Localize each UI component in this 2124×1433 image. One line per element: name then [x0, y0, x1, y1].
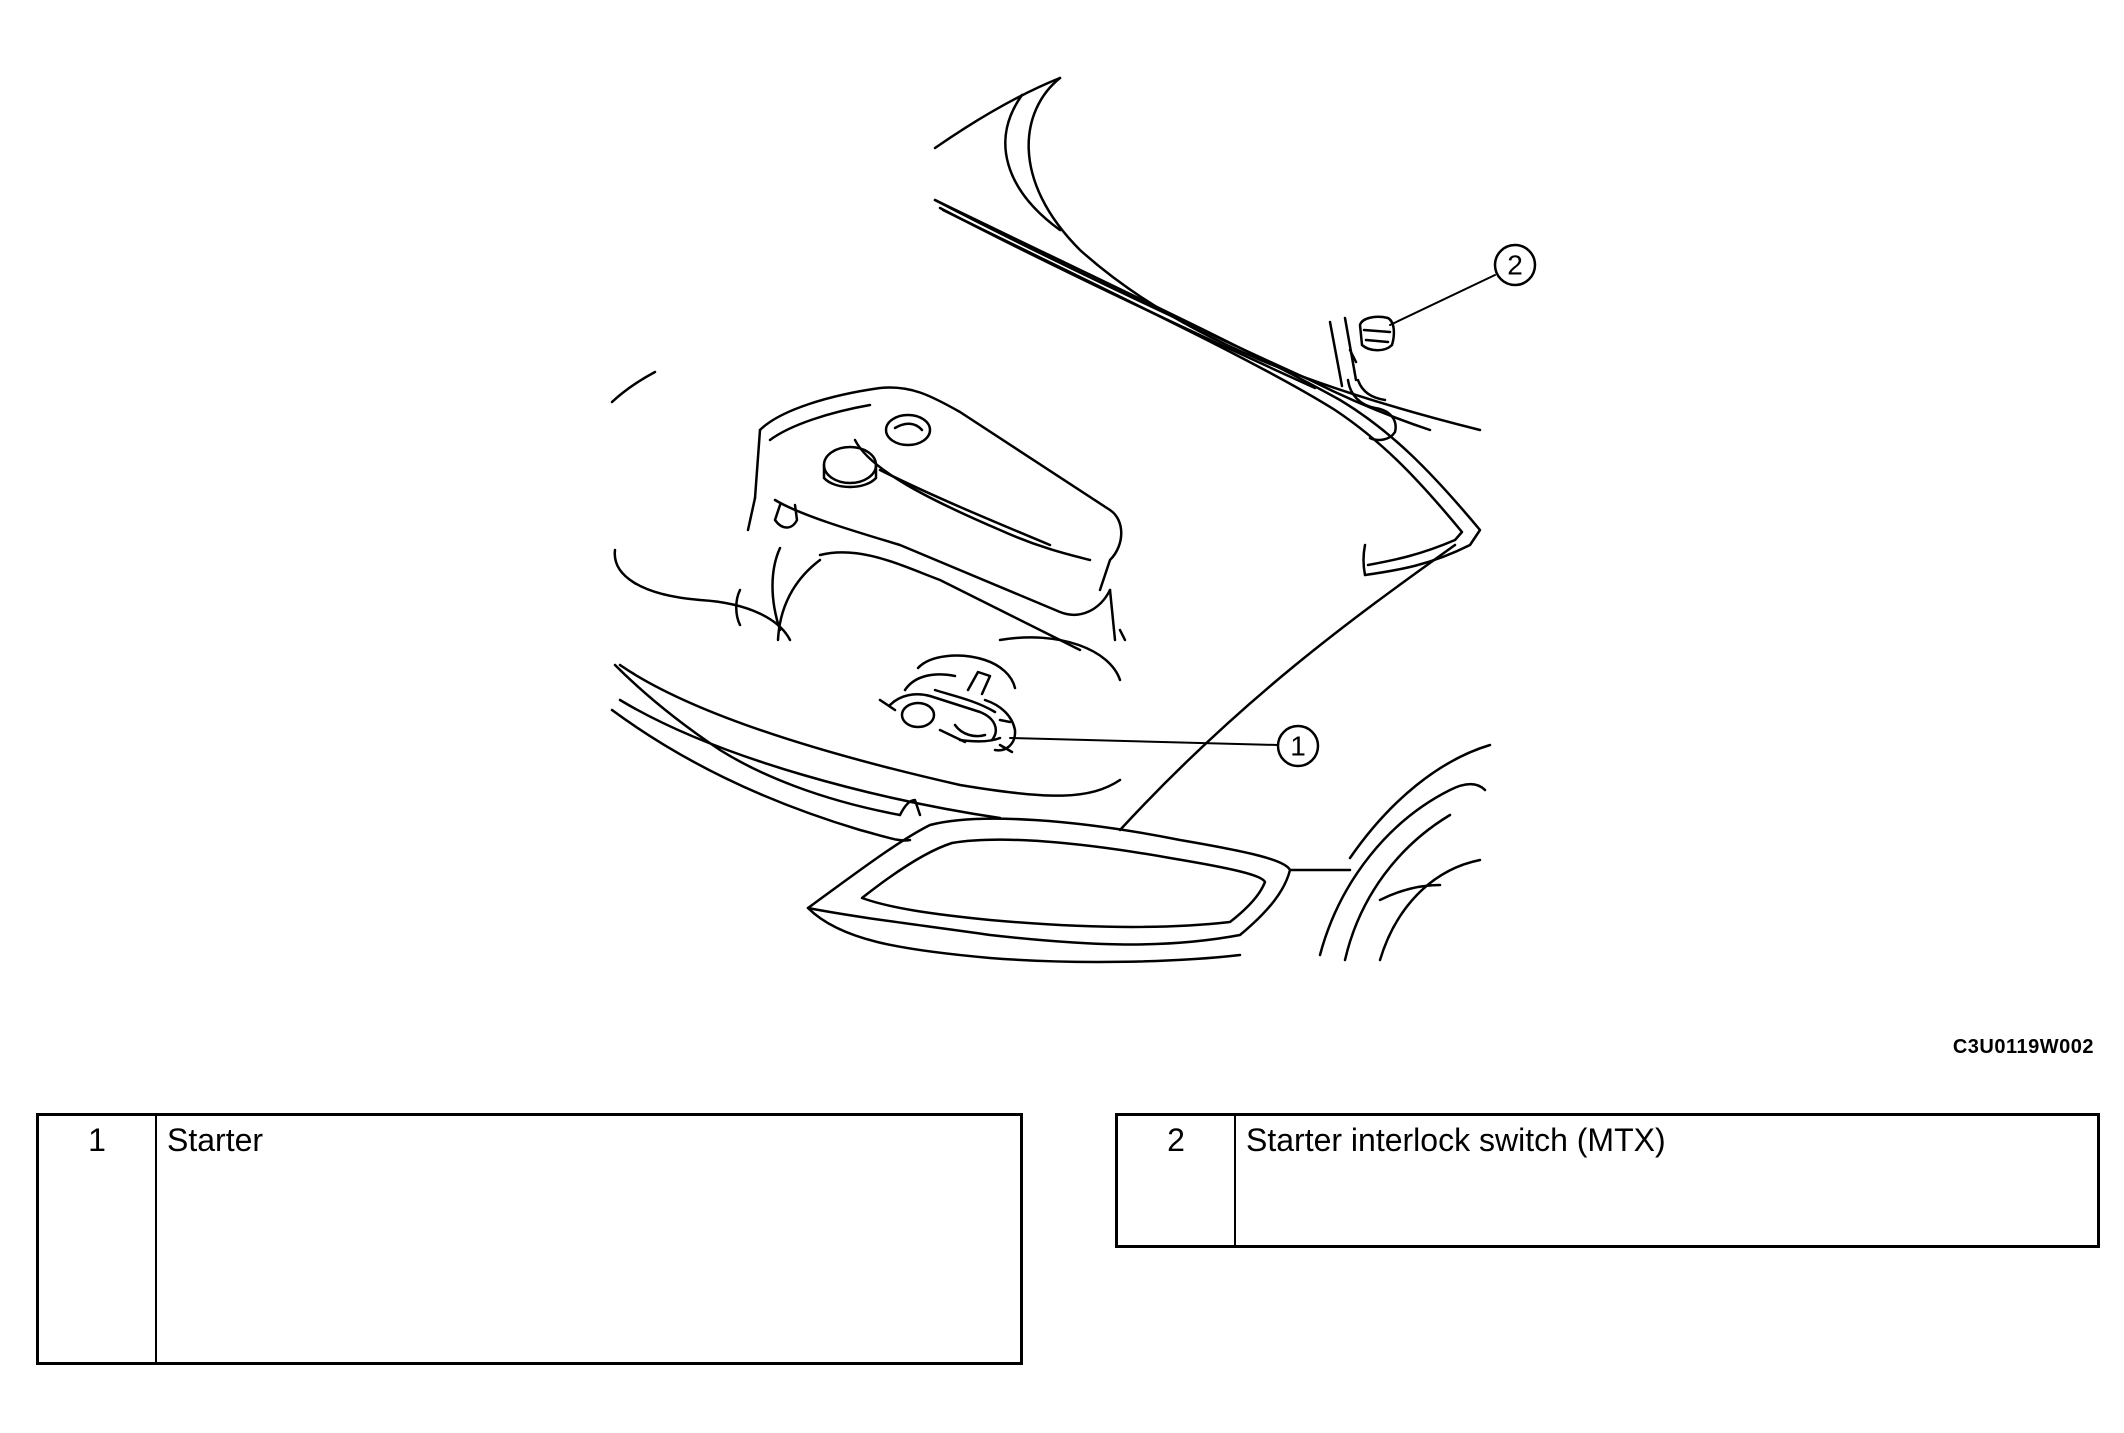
- legend-number: 2: [1118, 1116, 1236, 1245]
- legend-box-2: 2 Starter interlock switch (MTX): [1115, 1113, 2100, 1248]
- engine-block: [735, 546, 1122, 682]
- figure-code: C3U0119W002: [1952, 1036, 2094, 1058]
- callout-1: 1: [1009, 724, 1320, 768]
- legend-number: 1: [39, 1116, 157, 1362]
- fender-line: [1118, 543, 1457, 832]
- starter-interlock-switch: [1328, 315, 1397, 442]
- engine-cover: [746, 386, 1127, 642]
- legend-box-1: 1 Starter: [36, 1113, 1023, 1365]
- inner-fender: [610, 370, 1122, 820]
- starter-motor: [878, 654, 1017, 754]
- legend-label: Starter interlock switch (MTX): [1246, 1122, 1666, 1158]
- callout-2: 2: [1389, 243, 1537, 326]
- callout-1-number: 1: [1290, 731, 1306, 762]
- legend-label: Starter: [167, 1122, 264, 1158]
- headlamp: [806, 817, 1352, 964]
- cowl-edge: [933, 198, 1482, 577]
- callout-2-number: 2: [1507, 250, 1523, 281]
- hood-outline: [933, 76, 1482, 432]
- radiator-support: [610, 663, 922, 842]
- engine-bay-diagram: 1 2: [610, 76, 1537, 964]
- wheel-arch: [1318, 743, 1492, 962]
